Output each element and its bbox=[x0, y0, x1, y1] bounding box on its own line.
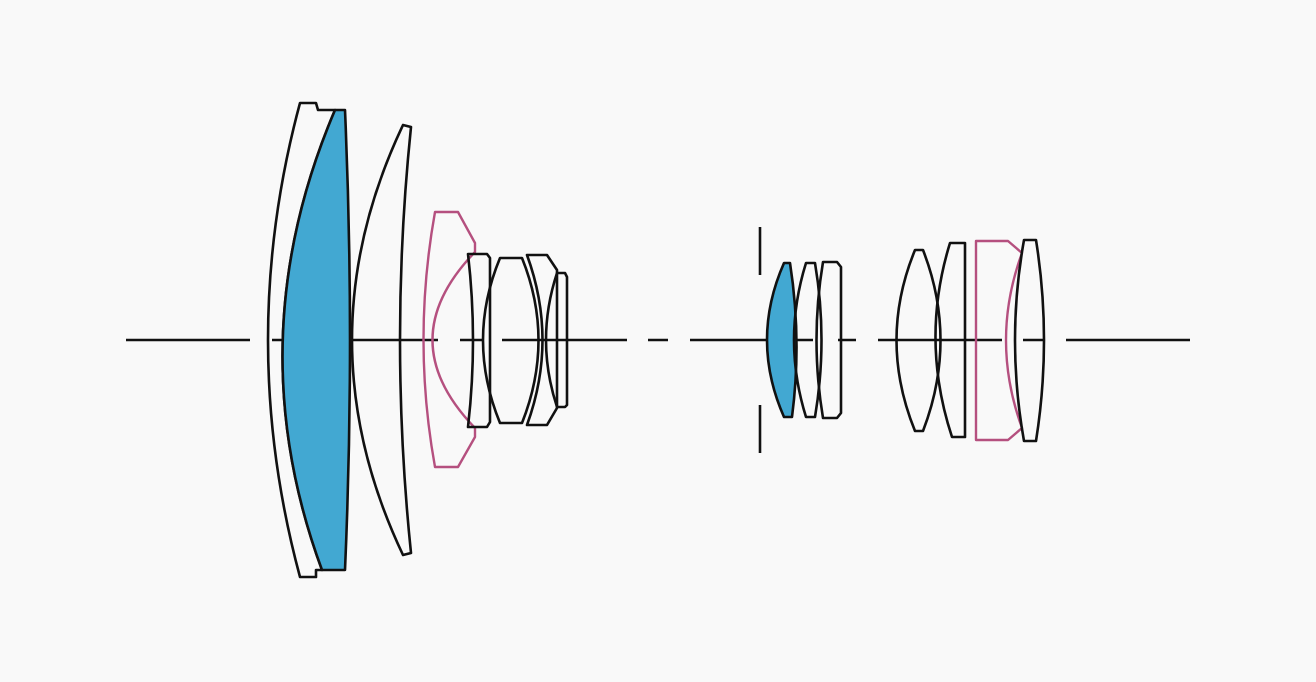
rear-group bbox=[765, 238, 1046, 443]
lens-element-15 bbox=[1013, 238, 1046, 443]
lens-element-6 bbox=[481, 256, 540, 425]
lens-element-2-special bbox=[281, 108, 352, 572]
lens-element-9-special bbox=[765, 261, 798, 419]
lens-element-10 bbox=[792, 261, 823, 419]
lens-element-7 bbox=[525, 253, 559, 427]
lens-element-12 bbox=[895, 248, 942, 433]
lens-element-8 bbox=[544, 271, 569, 409]
lens-element-3 bbox=[350, 123, 413, 557]
lens-element-11 bbox=[815, 260, 843, 420]
lens-element-13 bbox=[934, 241, 967, 439]
lens-element-5 bbox=[466, 252, 492, 429]
lens-element-4-aspherical bbox=[422, 210, 477, 469]
front-group bbox=[266, 101, 569, 579]
